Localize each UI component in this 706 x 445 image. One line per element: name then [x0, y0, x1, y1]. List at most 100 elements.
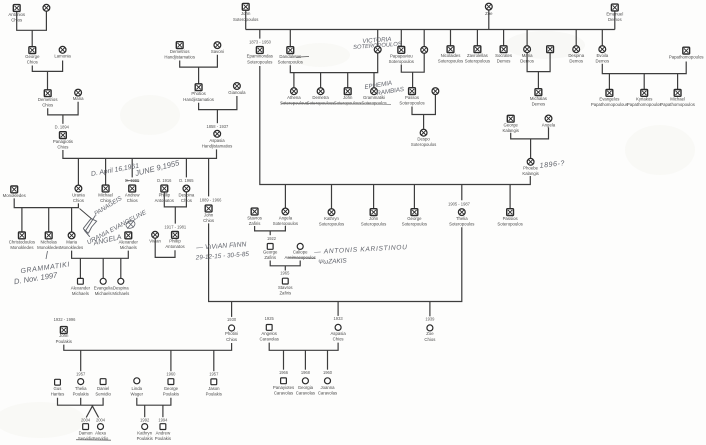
svg-text:2004: 2004 [96, 417, 106, 422]
svg-text:Phoebe: Phoebe [523, 166, 538, 171]
svg-text:Panagiotis: Panagiotis [53, 139, 73, 144]
svg-text:Papapaviou: Papapaviou [390, 54, 413, 59]
svg-text:1957: 1957 [76, 372, 86, 377]
svg-text:Phillip: Phillip [159, 192, 171, 197]
svg-text:Soteropoulous: Soteropoulous [334, 101, 362, 106]
svg-text:Handjistamatios: Handjistamatios [202, 144, 233, 149]
svg-text:Soteropoulos: Soteropoulos [247, 59, 272, 64]
svg-text:Michaels: Michaels [72, 291, 89, 296]
svg-text:Daniel: Daniel [97, 386, 109, 391]
svg-text:Servidio: Servidio [95, 392, 111, 397]
svg-text:Chios: Chios [11, 18, 22, 23]
svg-text:Demos: Demos [497, 59, 511, 64]
svg-text:1889 - 1966: 1889 - 1966 [200, 197, 223, 202]
svg-text:Servidio: Servidio [93, 436, 109, 441]
svg-text:Andrew: Andrew [125, 192, 140, 197]
svg-text:George: George [407, 216, 422, 221]
svg-text:John: John [204, 212, 214, 217]
svg-text:Angela: Angela [279, 215, 293, 220]
svg-text:Soteropoulos: Soteropoulos [438, 59, 463, 64]
svg-text:Michaels: Michaels [112, 291, 129, 296]
svg-text:1925: 1925 [265, 316, 275, 321]
svg-text:Maria: Maria [66, 239, 77, 244]
svg-text:Soteropoulos: Soteropoulos [399, 100, 424, 105]
svg-text:Soteropoulos: Soteropoulos [389, 59, 414, 64]
svg-text:Aspasia: Aspasia [209, 138, 225, 143]
svg-text:1992: 1992 [140, 417, 150, 422]
svg-text:Monokledes: Monokledes [10, 245, 33, 250]
svg-text:Demetra: Demetra [312, 95, 329, 100]
svg-text:ΨωZAKIS: ΨωZAKIS [318, 258, 348, 267]
svg-text:John: John [59, 333, 69, 338]
svg-text:Demetrios: Demetrios [38, 97, 58, 102]
svg-text:Soteropoulos: Soteropoulos [449, 222, 474, 227]
svg-text:Dandaletos: Dandaletos [279, 54, 301, 59]
svg-text:Papathomopoulos: Papathomopoulos [660, 102, 695, 107]
svg-text:Alexa: Alexa [95, 430, 106, 435]
svg-text:1933: 1933 [334, 316, 344, 321]
svg-text:Jason: Jason [208, 386, 220, 391]
svg-text:Caravolas: Caravolas [260, 336, 279, 341]
svg-text:Maria: Maria [73, 96, 84, 101]
svg-text:Lamonia: Lamonia [54, 54, 71, 59]
svg-text:Despo: Despo [417, 137, 430, 142]
svg-text:Soteropoulos: Soteropoulos [361, 222, 386, 227]
svg-text:1896-?: 1896-? [539, 158, 565, 170]
svg-text:George: George [25, 54, 40, 59]
svg-text:1960: 1960 [323, 370, 333, 375]
svg-text:Caliope: Caliope [293, 249, 308, 254]
svg-text:Nicholas: Nicholas [40, 239, 56, 244]
svg-text:2004: 2004 [81, 417, 91, 422]
svg-text:Angelos: Angelos [261, 331, 277, 336]
svg-text:Michael: Michael [98, 192, 113, 197]
svg-text:George: George [263, 249, 278, 254]
svg-text:Gus: Gus [54, 386, 62, 391]
svg-text:1917 - 1981: 1917 - 1981 [164, 224, 187, 229]
svg-text:Soteropolous: Soteropolous [465, 59, 490, 64]
svg-text:1905 - 1987: 1905 - 1987 [448, 201, 471, 206]
svg-text:Savoni: Savoni [211, 49, 224, 54]
svg-text:Kalangis: Kalangis [502, 128, 518, 133]
svg-text:Linda: Linda [132, 386, 143, 391]
svg-text:Poulakis: Poulakis [206, 392, 222, 397]
svg-text:1873 - 1950: 1873 - 1950 [249, 40, 272, 45]
svg-text:Papathomopoulos: Papathomopoulos [669, 55, 704, 60]
svg-text:Soteropoulos: Soteropoulos [411, 142, 436, 147]
svg-text:Evangelia: Evangelia [94, 285, 113, 290]
svg-text:Soteropoulos: Soteropoulos [319, 222, 344, 227]
svg-text:Monokledes: Monokledes [3, 193, 26, 198]
svg-text:John: John [241, 11, 251, 16]
svg-text:Soteropoulous: Soteropoulous [307, 101, 335, 106]
svg-text:Papathomopoulous: Papathomopoulous [591, 102, 628, 107]
svg-text:Chios: Chios [73, 198, 84, 203]
svg-text:Demos: Demos [520, 59, 534, 64]
svg-text:Soteropoulos: Soteropoulos [278, 60, 303, 65]
svg-text:Socrates: Socrates [495, 53, 512, 58]
svg-text:Aspasia: Aspasia [330, 331, 346, 336]
svg-text:Demos: Demos [569, 59, 583, 64]
svg-text:Georgia: Georgia [298, 385, 314, 390]
svg-text:Passios: Passios [503, 216, 518, 221]
svg-text:Damon: Damon [79, 430, 93, 435]
svg-text:Chios: Chios [100, 198, 111, 203]
svg-text:Papathomopoulos: Papathomopoulos [627, 102, 662, 107]
svg-text:D. 1894: D. 1894 [55, 125, 70, 130]
svg-text:Handjistamatios: Handjistamatios [183, 97, 214, 102]
svg-text:Caravolas: Caravolas [318, 391, 337, 396]
svg-text:1930: 1930 [227, 317, 237, 322]
svg-text:Stavros: Stavros [278, 285, 293, 290]
svg-text:John: John [343, 95, 353, 100]
svg-text:Evangelos: Evangelos [599, 97, 619, 102]
svg-text:Emanuel: Emanuel [606, 12, 623, 17]
svg-text:Chios: Chios [127, 198, 138, 203]
svg-text:Gianoula: Gianoula [228, 90, 246, 95]
svg-text:Demos: Demos [532, 101, 546, 106]
svg-text:29-12-15 - 30-5-85: 29-12-15 - 30-5-85 [195, 251, 250, 262]
svg-text:Zafiris: Zafiris [279, 291, 291, 296]
svg-text:Chios: Chios [424, 337, 435, 342]
svg-text:1965: 1965 [280, 271, 290, 276]
svg-text:Poulakis: Poulakis [73, 392, 89, 397]
svg-text:Kathryn: Kathryn [324, 216, 339, 221]
svg-text:Maria: Maria [522, 53, 533, 58]
svg-text:Despina: Despina [568, 53, 584, 58]
